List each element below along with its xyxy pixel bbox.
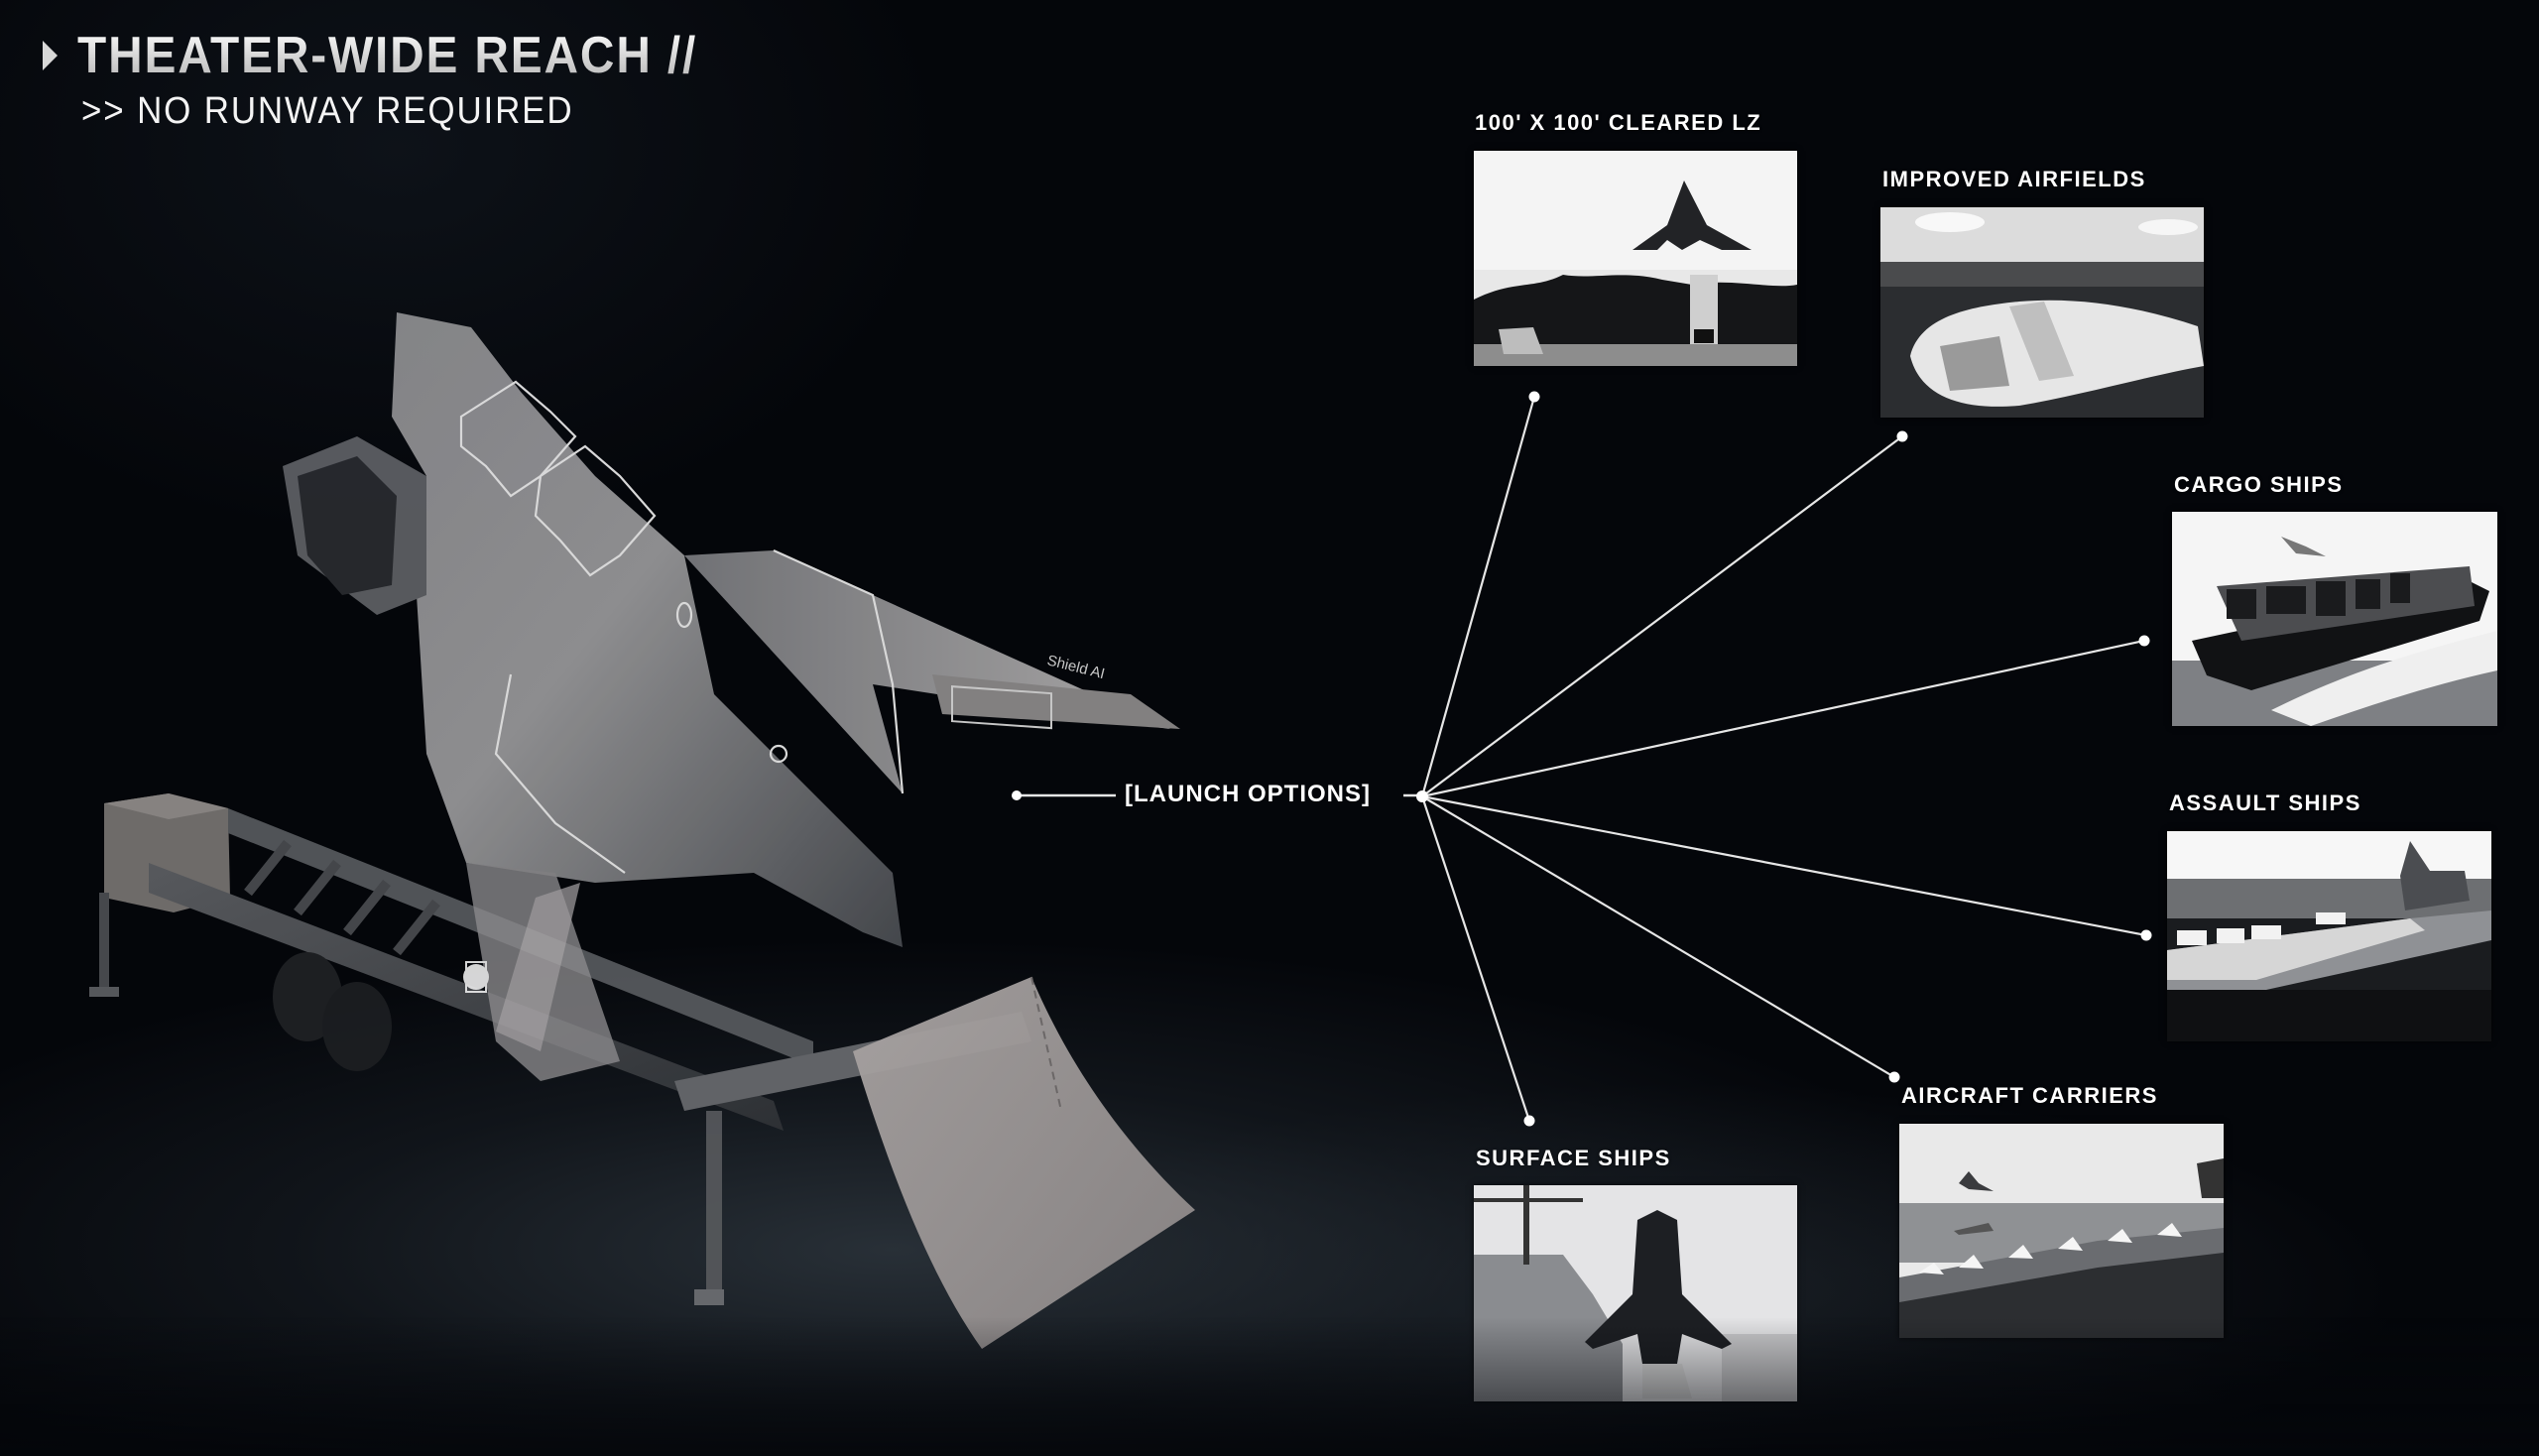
launch-option-label: SURFACE SHIPS [1476, 1146, 1671, 1170]
launch-option-photo-lz [1474, 151, 1797, 366]
launch-options-label: [LAUNCH OPTIONS] [1125, 781, 1371, 807]
launch-option-label: 100' X 100' CLEARED LZ [1475, 110, 1762, 135]
page-title: THEATER-WIDE REACH // [77, 27, 698, 84]
connector-line-surface [1420, 795, 1531, 1122]
connector-dot-lz [1528, 391, 1540, 403]
title-row: THEATER-WIDE REACH // [38, 28, 751, 83]
launch-option-photo-cargo [2172, 512, 2497, 726]
launch-option-label: CARGO SHIPS [2174, 472, 2344, 497]
connector-dot-assault [2140, 929, 2152, 941]
launch-option-photo-carrier [1899, 1124, 2224, 1338]
bottom-shade [0, 1317, 2539, 1456]
connector-line-assault [1421, 794, 2147, 937]
header: THEATER-WIDE REACH // >> NO RUNWAY REQUI… [38, 28, 751, 131]
connector-dot-cargo [2138, 635, 2150, 647]
lead-dot [1012, 790, 1022, 800]
connector-line-airfields [1421, 435, 1903, 797]
page-subtitle: >> NO RUNWAY REQUIRED [81, 90, 574, 132]
play-triangle-icon [43, 41, 58, 70]
connector-dots [1012, 391, 2152, 1127]
connector-lines [1017, 396, 2147, 1122]
launch-option-label: IMPROVED AIRFIELDS [1882, 167, 2146, 191]
connector-dot-carriers [1888, 1071, 1900, 1083]
connector-line-lz [1420, 396, 1536, 797]
connector-dot-airfields [1896, 430, 1908, 442]
connector-line-carriers [1421, 795, 1895, 1078]
connector-line-cargo [1421, 639, 2145, 798]
launch-option-label: AIRCRAFT CARRIERS [1901, 1083, 2158, 1108]
launch-option-label: ASSAULT SHIPS [2169, 790, 2361, 815]
launch-option-photo-airfield [1880, 207, 2204, 418]
hub-dot [1416, 790, 1428, 802]
connector-dot-surface [1523, 1115, 1535, 1127]
launch-option-photo-assault [2167, 831, 2491, 1041]
